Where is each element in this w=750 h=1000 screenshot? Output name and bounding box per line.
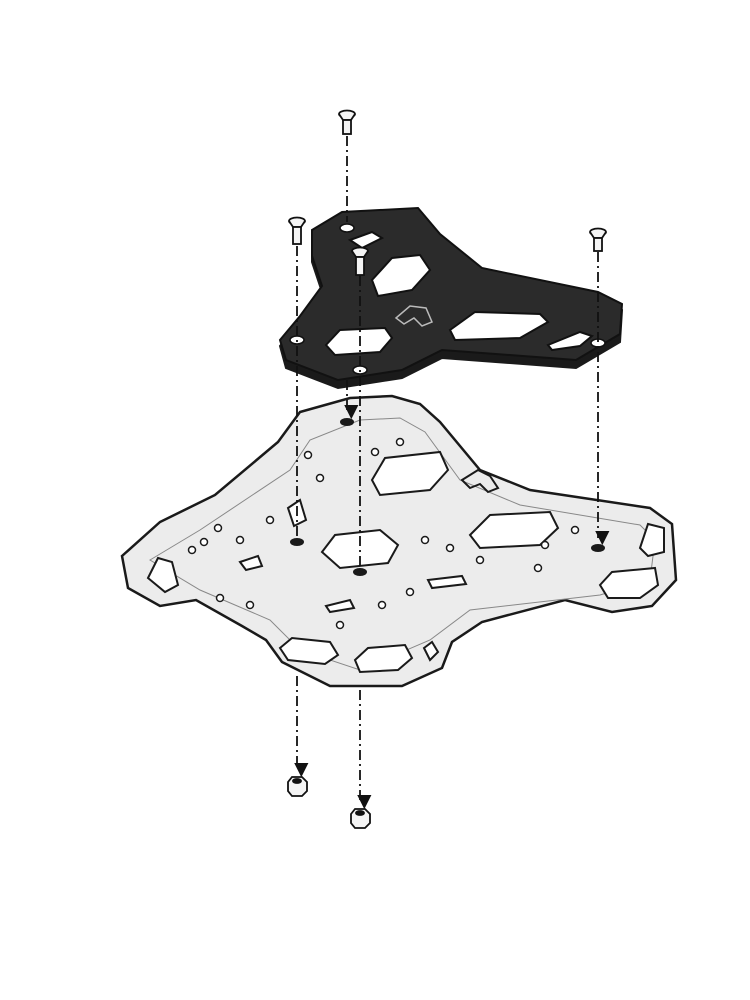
rack-logo: [460, 468, 500, 494]
cutout: [238, 554, 264, 572]
cutout: [370, 450, 450, 497]
plate-logo: [394, 305, 433, 327]
cutout: [146, 556, 180, 594]
cutout: [353, 643, 414, 674]
cutout: [324, 598, 356, 614]
cutout: [422, 640, 440, 662]
rack-cutouts: [146, 450, 665, 674]
guide-lines: [294, 136, 610, 810]
cutout: [426, 574, 468, 590]
rack-plate: [120, 394, 678, 688]
cutout: [598, 566, 660, 599]
nut-icon: [350, 808, 371, 829]
screw-icon: [338, 109, 356, 135]
rack-holes: [187, 437, 580, 630]
plate-cutout: [448, 310, 550, 342]
screw-icon: [351, 246, 369, 276]
nuts: [287, 776, 371, 829]
adapter-plate: [278, 206, 624, 390]
plate-cutout: [324, 326, 394, 357]
cutout: [278, 636, 340, 666]
cutout: [638, 522, 665, 558]
screw-icon: [288, 216, 306, 245]
plate-cutout: [370, 253, 432, 298]
rack-mount-holes: [290, 418, 605, 576]
nut-icon: [287, 776, 308, 797]
plate-cutout: [347, 230, 385, 250]
plate-cutout: [546, 330, 595, 352]
cutout: [468, 510, 560, 550]
cutout: [320, 528, 400, 570]
screw-icon: [589, 227, 607, 252]
plate-holes: [289, 223, 606, 375]
screws: [288, 109, 607, 276]
